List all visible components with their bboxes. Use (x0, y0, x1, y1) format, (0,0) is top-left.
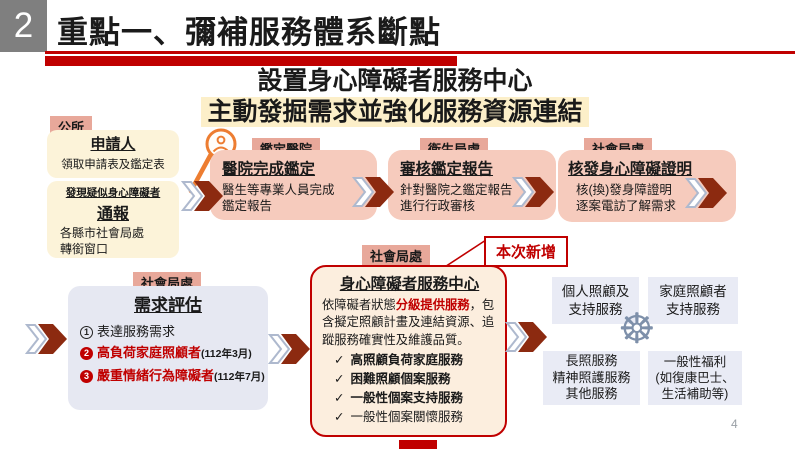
step-applicant-body: 領取申請表及鑑定表 (61, 159, 165, 171)
step-applicant-box: 申請人 領取申請表及鑑定表 (47, 130, 179, 178)
graded-service-highlight: 分級提供服務 (395, 298, 470, 312)
flow-arrow-icon (25, 324, 67, 354)
slide-subtitle: 設置身心障礙者服務中心 主動發掘需求並強化服務資源連結 (145, 66, 645, 128)
checklist-item: ✓一般性個案支持服務 (334, 391, 463, 406)
checklist-item: ✓一般性個案關懷服務 (334, 410, 463, 425)
circled-number-icon: 2 (80, 347, 93, 360)
checklist-item: ✓高照顧負荷家庭服務 (334, 353, 463, 368)
circled-number-icon: 3 (80, 370, 93, 383)
service-center-description: 依障礙者狀態分級提供服務，包含擬定照顧計畫及連結資源、追蹤服務確實性及維護品質。 (322, 298, 495, 347)
flow-arrow-icon (512, 177, 554, 207)
service-box-family-caregiver: 家庭照顧者 支持服務 (648, 277, 738, 324)
step-assessment-title: 需求評估 (134, 296, 202, 315)
step-report-overline: 發現疑似身心障礙者 (65, 187, 161, 199)
step-hospital-body: 醫生等專業人員完成 鑑定報告 (222, 183, 335, 214)
step-applicant-title: 申請人 (90, 136, 136, 153)
flow-arrow-icon (352, 177, 394, 207)
assessment-item-note: (112年3月) (201, 348, 252, 360)
service-box-personal-care: 個人照顧及 支持服務 (552, 277, 639, 324)
step-report-box: 發現疑似身心障礙者 通報 各縣市社會局處 轉銜窗口 (47, 181, 179, 258)
step-report-body: 各縣市社會局處 轉銜窗口 (60, 226, 145, 256)
page-number: 4 (731, 417, 738, 431)
service-center-box: 身心障礙者服務中心 依障礙者狀態分級提供服務，包含擬定照顧計畫及連結資源、追蹤服… (310, 265, 507, 437)
slide-title: 重點一、彌補服務體系斷點 (57, 15, 441, 50)
check-icon: ✓ (334, 372, 345, 387)
title-underline-thin (45, 51, 795, 54)
service-center-checklist: ✓高照顧負荷家庭服務 ✓困難照顧個案服務 ✓一般性個案支持服務 ✓一般性個案關懷… (322, 351, 497, 427)
tag-social-affairs-bureau-center: 社會局處 (362, 245, 431, 267)
step-report-title: 通報 (96, 206, 129, 223)
new-this-time-badge: 本次新增 (484, 236, 569, 267)
flow-arrow-icon (505, 322, 547, 352)
assessment-item-note: (112年7月) (214, 371, 265, 383)
check-icon: ✓ (334, 353, 345, 368)
step-certify-body: 核(換)發身障證明 逐案電訪了解需求 (576, 183, 677, 214)
slide-number-badge: 2 (0, 0, 47, 52)
checklist-item: ✓困難照顧個案服務 (334, 372, 451, 387)
step-review-body: 針對醫院之鑑定報告 進行行政審核 (400, 183, 513, 214)
subtitle-line2-highlighted: 主動發掘需求並強化服務資源連結 (201, 97, 589, 127)
subtitle-line1: 設置身心障礙者服務中心 (257, 67, 533, 95)
service-box-general-welfare: 一般性福利 (如復康巴士、 生活補助等) (648, 351, 742, 405)
step-certify-title: 核發身心障礙證明 (568, 161, 693, 178)
step-certify-box: 核發身心障礙證明 核(換)發身障證明 逐案電訪了解需求 (558, 150, 736, 222)
step-hospital-title: 醫院完成鑑定 (222, 161, 316, 178)
check-icon: ✓ (334, 410, 345, 425)
flow-arrow-icon (181, 181, 223, 211)
step-review-title: 審核鑑定報告 (400, 161, 494, 178)
circled-number-icon: 1 (80, 326, 93, 339)
title-underline-thick (45, 56, 457, 66)
service-center-title: 身心障礙者服務中心 (339, 276, 480, 293)
flow-arrow-icon (268, 334, 310, 364)
ship-helm-icon: ☸ (618, 305, 656, 352)
center-box-down-arrow-stub (399, 440, 437, 449)
check-icon: ✓ (334, 391, 345, 406)
flow-arrow-icon (685, 178, 727, 208)
step-hospital-box: 醫院完成鑑定 醫生等專業人員完成 鑑定報告 (210, 150, 377, 220)
service-box-longterm-care: 長照服務 精神照護服務 其他服務 (543, 351, 640, 405)
